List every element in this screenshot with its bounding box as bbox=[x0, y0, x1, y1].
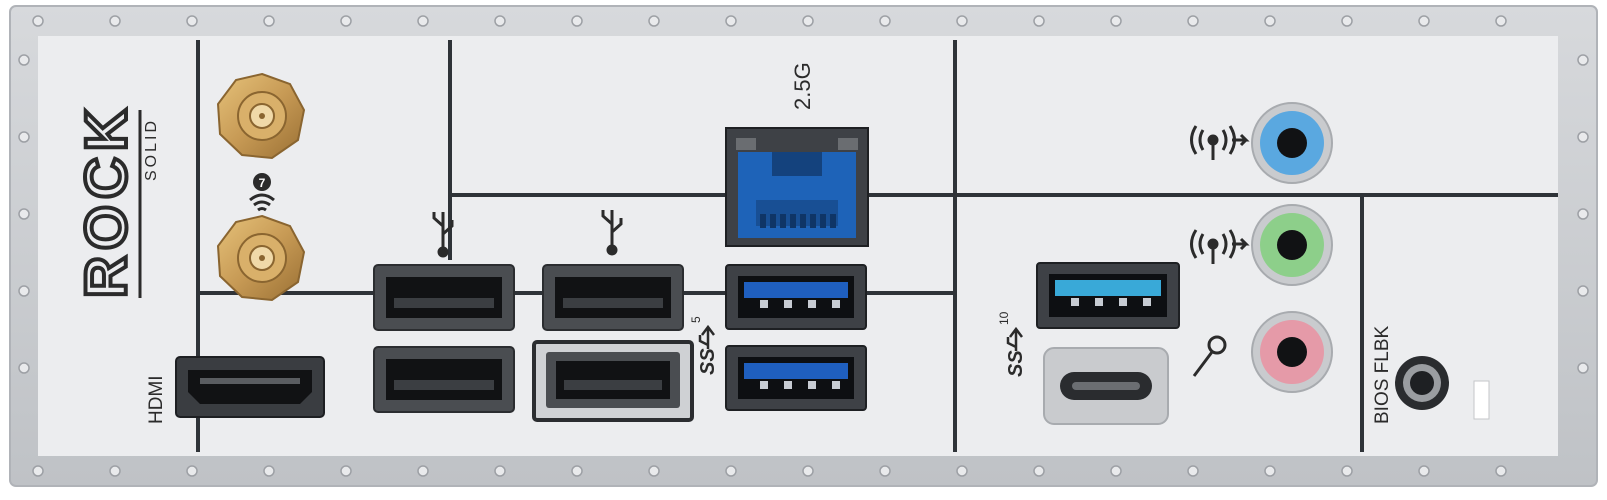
frame-rivet bbox=[109, 465, 121, 477]
svg-text:SOLID: SOLID bbox=[143, 118, 160, 181]
superspeed-5g-logo: SS 5 bbox=[689, 316, 719, 375]
frame-rivets bbox=[18, 15, 1589, 477]
frame-rivet bbox=[1577, 54, 1589, 66]
frame-rivet bbox=[1110, 15, 1122, 27]
frame-rivet bbox=[1264, 15, 1276, 27]
lan-speed-label: 2.5G bbox=[790, 62, 815, 110]
frame-rivet bbox=[1187, 15, 1199, 27]
frame-rivet bbox=[186, 465, 198, 477]
frame-rivet bbox=[340, 465, 352, 477]
frame-rivet bbox=[1418, 465, 1430, 477]
frame-rivet bbox=[18, 131, 30, 143]
svg-text:SS: SS bbox=[697, 348, 719, 375]
usb2-port-2[interactable] bbox=[542, 264, 684, 331]
usb2-port-1[interactable] bbox=[373, 264, 515, 331]
frame-rivet bbox=[802, 465, 814, 477]
frame-rivet bbox=[494, 15, 506, 27]
usb-icon bbox=[601, 210, 623, 256]
svg-text:5: 5 bbox=[689, 316, 703, 323]
frame-rivet bbox=[1495, 465, 1507, 477]
frame-rivet bbox=[18, 285, 30, 297]
frame-rivet bbox=[32, 465, 44, 477]
frame-rivet bbox=[1341, 15, 1353, 27]
frame-rivet bbox=[494, 465, 506, 477]
frame-rivet bbox=[725, 465, 737, 477]
frame-rivet bbox=[417, 465, 429, 477]
frame-rivet bbox=[648, 15, 660, 27]
bios-flashback-label: BIOS FLBK bbox=[1372, 325, 1393, 424]
svg-text:10: 10 bbox=[997, 311, 1011, 325]
audio-mic-jack[interactable] bbox=[1251, 311, 1333, 393]
frame-rivet bbox=[18, 362, 30, 374]
frame-rivet bbox=[263, 15, 275, 27]
wifi-antenna-connector-2[interactable] bbox=[216, 214, 306, 302]
frame-rivet bbox=[571, 15, 583, 27]
frame-rivet bbox=[725, 15, 737, 27]
bios-flashback-led bbox=[1473, 380, 1490, 420]
frame-rivet bbox=[1033, 15, 1045, 27]
audio-line-in-jack[interactable] bbox=[1251, 102, 1333, 184]
usb2-port-4[interactable] bbox=[532, 340, 694, 422]
frame-rivet bbox=[1577, 285, 1589, 297]
frame-rivet bbox=[571, 465, 583, 477]
usb3-10g-port[interactable] bbox=[1036, 262, 1180, 329]
usb-c-port[interactable] bbox=[1043, 347, 1169, 425]
frame-rivet bbox=[1187, 465, 1199, 477]
bios-flashback-button[interactable] bbox=[1395, 356, 1449, 410]
microphone-icon bbox=[1192, 335, 1227, 377]
frame-rivet bbox=[109, 15, 121, 27]
line-in-icon bbox=[1190, 125, 1250, 160]
frame-rivet bbox=[879, 465, 891, 477]
frame-rivet bbox=[956, 465, 968, 477]
frame-rivet bbox=[1577, 131, 1589, 143]
usb3-port-1[interactable] bbox=[725, 264, 867, 330]
frame-rivet bbox=[1577, 208, 1589, 220]
frame-rivet bbox=[956, 15, 968, 27]
frame-rivet bbox=[802, 15, 814, 27]
superspeed-10g-logo: SS 10 bbox=[997, 311, 1027, 377]
svg-text:7: 7 bbox=[259, 176, 266, 190]
frame-rivet bbox=[1033, 465, 1045, 477]
usb-icon bbox=[432, 212, 454, 258]
frame-rivet bbox=[1495, 15, 1507, 27]
hdmi-label: HDMI bbox=[146, 375, 167, 424]
hdmi-port[interactable] bbox=[175, 356, 325, 418]
frame-rivet bbox=[417, 15, 429, 27]
usb3-port-2[interactable] bbox=[725, 345, 867, 411]
frame-rivet bbox=[263, 465, 275, 477]
rock-solid-logo: ROCK SOLID bbox=[72, 101, 160, 300]
frame-rivet bbox=[340, 15, 352, 27]
frame-rivet bbox=[879, 15, 891, 27]
frame-rivet bbox=[18, 208, 30, 220]
wifi7-icon: 7 bbox=[249, 173, 275, 212]
frame-rivet bbox=[1577, 362, 1589, 374]
frame-rivet bbox=[1264, 465, 1276, 477]
frame-rivet bbox=[1418, 15, 1430, 27]
usb2-port-3[interactable] bbox=[373, 346, 515, 413]
audio-line-out-jack[interactable] bbox=[1251, 204, 1333, 286]
frame-rivet bbox=[186, 15, 198, 27]
frame-rivet bbox=[1341, 465, 1353, 477]
frame-rivet bbox=[18, 54, 30, 66]
frame-rivet bbox=[32, 15, 44, 27]
line-out-icon bbox=[1190, 229, 1250, 264]
ethernet-port[interactable] bbox=[725, 127, 869, 247]
frame-rivet bbox=[648, 465, 660, 477]
svg-text:ROCK: ROCK bbox=[74, 103, 139, 298]
svg-text:SS: SS bbox=[1005, 350, 1027, 377]
frame-rivet bbox=[1110, 465, 1122, 477]
wifi-antenna-connector-1[interactable] bbox=[216, 72, 306, 160]
